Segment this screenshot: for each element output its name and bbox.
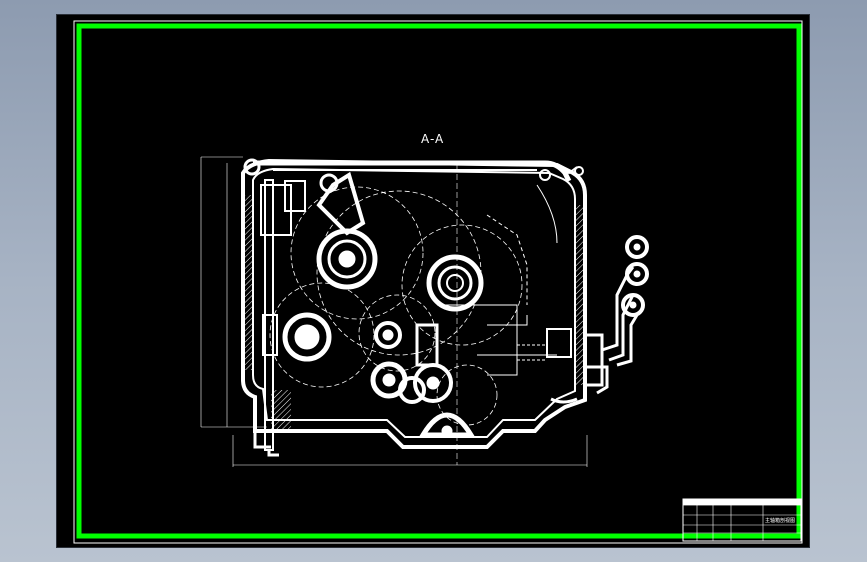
title-block-lines — [682, 498, 802, 542]
gear-2 — [426, 254, 484, 312]
section-label: A-A — [421, 132, 445, 146]
right-fittings — [539, 164, 649, 395]
base-feet — [253, 397, 578, 457]
title-block-name: 主轴箱剖视图 — [765, 518, 796, 524]
gear-6 — [418, 412, 476, 438]
sheet-outer-border — [73, 20, 803, 544]
gear-4 — [374, 321, 402, 349]
gear-pitch-circles — [269, 186, 523, 426]
cad-drawing — [73, 20, 803, 544]
internal-structure — [415, 184, 572, 376]
gearbox-housing — [241, 158, 587, 449]
gear-5 — [370, 361, 453, 404]
cad-viewport[interactable]: A-A 主轴箱剖视图 — [56, 14, 810, 548]
lever-arm — [316, 171, 366, 236]
left-shaft — [243, 158, 306, 451]
drawing-frame — [76, 23, 802, 539]
gear-3 — [262, 312, 332, 362]
gear-1 — [316, 228, 378, 290]
